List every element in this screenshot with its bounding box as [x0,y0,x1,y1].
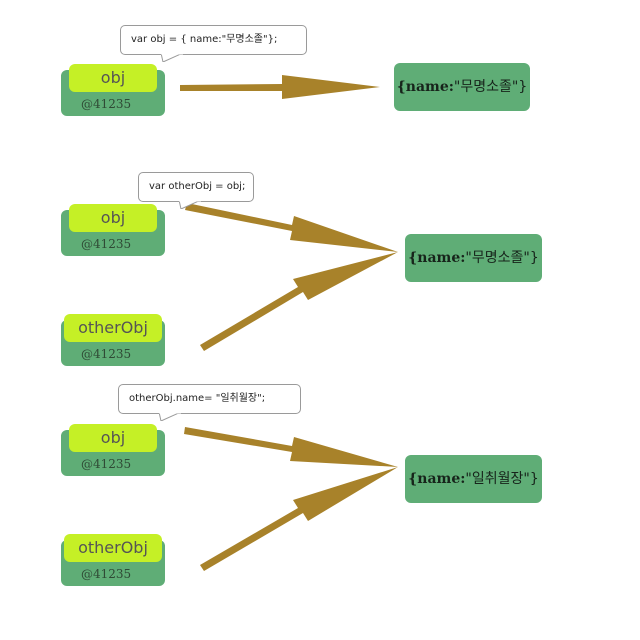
variable-obj-1: obj @41235 [61,64,165,116]
variable-name: obj [69,204,157,232]
object-box-3: {name:"일취월장"} [405,455,542,503]
variable-address: @41235 [81,237,132,251]
code-text-2: var otherObj = obj; [149,181,246,192]
variable-otherobj-2: otherObj @41235 [61,314,165,366]
callout-tail-3 [159,412,181,421]
object-value: "일취월장"} [465,471,539,487]
code-callout-1: var obj = { name:"무명소졸"}; [120,25,307,62]
object-key: {name: [396,79,454,95]
object-box-1: {name:"무명소졸"} [394,63,530,111]
code-callout-3: otherObj.name= "일취월장"; [118,384,301,421]
arrow-otherobj-to-object-3 [200,467,398,571]
variable-address: @41235 [81,567,132,581]
arrow-obj-to-object-2 [185,203,398,252]
code-text-1: var obj = { name:"무명소졸"}; [131,34,278,45]
variable-address: @41235 [81,97,132,111]
arrow-otherobj-to-object-2 [200,252,398,351]
object-key: {name: [408,471,466,487]
variable-name: obj [69,64,157,92]
code-text-3: otherObj.name= "일취월장"; [129,393,266,404]
variable-obj-3: obj @41235 [61,424,165,476]
object-value: "무명소졸"} [453,79,528,95]
variable-address: @41235 [81,457,132,471]
variable-otherobj-3: otherObj @41235 [61,534,165,586]
variable-name: otherObj [64,534,162,562]
variable-name: otherObj [64,314,162,342]
callout-tail-1 [161,53,183,62]
variable-obj-2: obj @41235 [61,204,165,256]
arrow-obj-to-object-1 [180,75,380,99]
object-box-2: {name:"무명소졸"} [405,234,542,282]
code-callout-2: var otherObj = obj; [138,172,254,209]
variable-name: obj [69,424,157,452]
variable-address: @41235 [81,347,132,361]
arrow-obj-to-object-3 [184,427,398,467]
callout-tail-2 [179,200,201,209]
object-key: {name: [408,250,466,266]
object-value: "무명소졸"} [465,250,539,266]
